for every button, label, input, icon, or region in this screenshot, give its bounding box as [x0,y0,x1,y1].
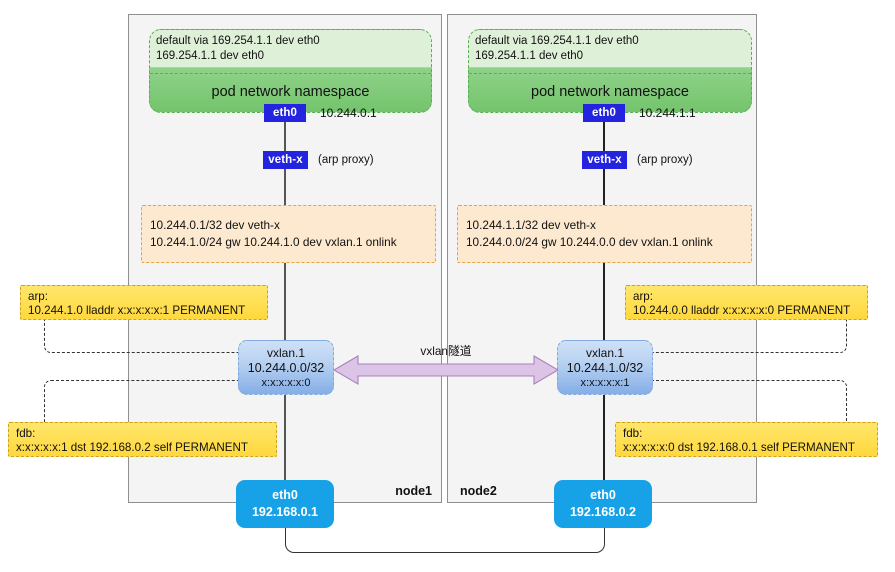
node1-veth-wire [284,113,286,169]
node1-pod-namespace: default via 169.254.1.1 dev eth0 169.254… [149,29,432,113]
node1-arp-title: arp: [28,290,48,303]
vxlan-tunnel-label: vxlan隧道 [420,344,472,358]
node2-veth-note: (arp proxy) [637,154,693,166]
node2-host-routes-box: 10.244.1.1/32 dev veth-x 10.244.0.0/24 g… [457,205,752,263]
node2-host-eth0[interactable]: eth0 192.168.0.2 [554,480,652,528]
physical-network-link [285,528,605,553]
node2-pod-route-1: default via 169.254.1.1 dev eth0 [475,35,639,47]
node1-fdb-entry: x:x:x:x:x:1 dst 192.168.0.2 self PERMANE… [16,441,248,454]
node2-stack-wire [603,168,605,368]
node1-fdb-note: fdb: x:x:x:x:x:1 dst 192.168.0.2 self PE… [8,422,277,457]
node2-arp-note: arp: 10.244.0.0 lladdr x:x:x:x:x:0 PERMA… [625,285,868,320]
node2-host-wire [603,395,605,485]
node1-arp-connector [44,320,240,353]
node1-host-eth0-ip: 192.168.0.1 [251,505,319,519]
node1-veth-note: (arp proxy) [318,154,374,166]
node1-host-route-2: 10.244.1.0/24 gw 10.244.1.0 dev vxlan.1 … [150,235,397,249]
node1-vxlan-name: vxlan.1 [266,346,306,360]
node2-pod-title: pod network namespace [531,84,689,100]
node1-host-eth0[interactable]: eth0 192.168.0.1 [236,480,334,528]
node1-pod-route-2: 169.254.1.1 dev eth0 [156,50,265,62]
node2-pod-namespace: default via 169.254.1.1 dev eth0 169.254… [468,29,752,113]
node1-arp-note: arp: 10.244.1.0 lladdr x:x:x:x:x:1 PERMA… [20,285,268,320]
node1-fdb-connector [44,380,240,422]
node1-pod-title: pod network namespace [211,84,370,100]
double-arrow-icon [334,355,558,385]
node2-vxlan-ip: 10.244.1.0/32 [566,361,644,375]
node2-veth-wire [603,113,605,169]
node1-stack-wire [284,168,286,368]
node2-fdb-note: fdb: x:x:x:x:x:0 dst 192.168.0.1 self PE… [615,422,878,457]
node2-arp-connector [651,320,847,353]
node1-vxlan-device[interactable]: vxlan.1 10.244.0.0/32 x:x:x:x:x:0 [238,340,334,395]
node2-vxlan-mac: x:x:x:x:x:1 [580,377,630,389]
node1-vxlan-mac: x:x:x:x:x:0 [261,377,311,389]
node1-pod-eth0-ip: 10.244.0.1 [320,106,377,120]
node2-pod-divider [469,73,751,74]
node2-host-route-2: 10.244.0.0/24 gw 10.244.0.0 dev vxlan.1 … [466,235,713,249]
node1-fdb-title: fdb: [16,427,36,440]
node2-pod-eth0-chip[interactable]: eth0 [583,104,625,122]
node2-vxlan-name: vxlan.1 [585,346,625,360]
node2-vxlan-device[interactable]: vxlan.1 10.244.1.0/32 x:x:x:x:x:1 [557,340,653,395]
node2-host-eth0-name: eth0 [590,488,616,502]
node1-host-routes-box: 10.244.0.1/32 dev veth-x 10.244.1.0/24 g… [141,205,436,263]
node2-veth-chip[interactable]: veth-x [582,151,627,169]
node1-vxlan-ip: 10.244.0.0/32 [247,361,325,375]
node1-pod-route-1: default via 169.254.1.1 dev eth0 [156,35,320,47]
node2-arp-entry: 10.244.0.0 lladdr x:x:x:x:x:0 PERMANENT [633,304,851,317]
node1-host-eth0-name: eth0 [272,488,298,502]
node1-host-route-1: 10.244.0.1/32 dev veth-x [150,218,280,232]
node2-host-eth0-ip: 192.168.0.2 [569,505,637,519]
node1-label: node1 [395,484,432,498]
vxlan-tunnel-arrow [334,348,558,388]
node1-pod-divider [150,73,431,74]
node2-pod-eth0-ip: 10.244.1.1 [639,106,696,120]
node2-label: node2 [460,484,497,498]
node2-fdb-title: fdb: [623,427,643,440]
node1-veth-chip[interactable]: veth-x [263,151,308,169]
node1-host-wire [284,395,286,485]
node2-host-route-1: 10.244.1.1/32 dev veth-x [466,218,596,232]
node1-arp-entry: 10.244.1.0 lladdr x:x:x:x:x:1 PERMANENT [28,304,246,317]
node1-pod-eth0-chip[interactable]: eth0 [264,104,306,122]
node2-pod-route-2: 169.254.1.1 dev eth0 [475,50,584,62]
node2-fdb-entry: x:x:x:x:x:0 dst 192.168.0.1 self PERMANE… [623,441,855,454]
node2-fdb-connector [651,380,847,422]
node2-arp-title: arp: [633,290,653,303]
